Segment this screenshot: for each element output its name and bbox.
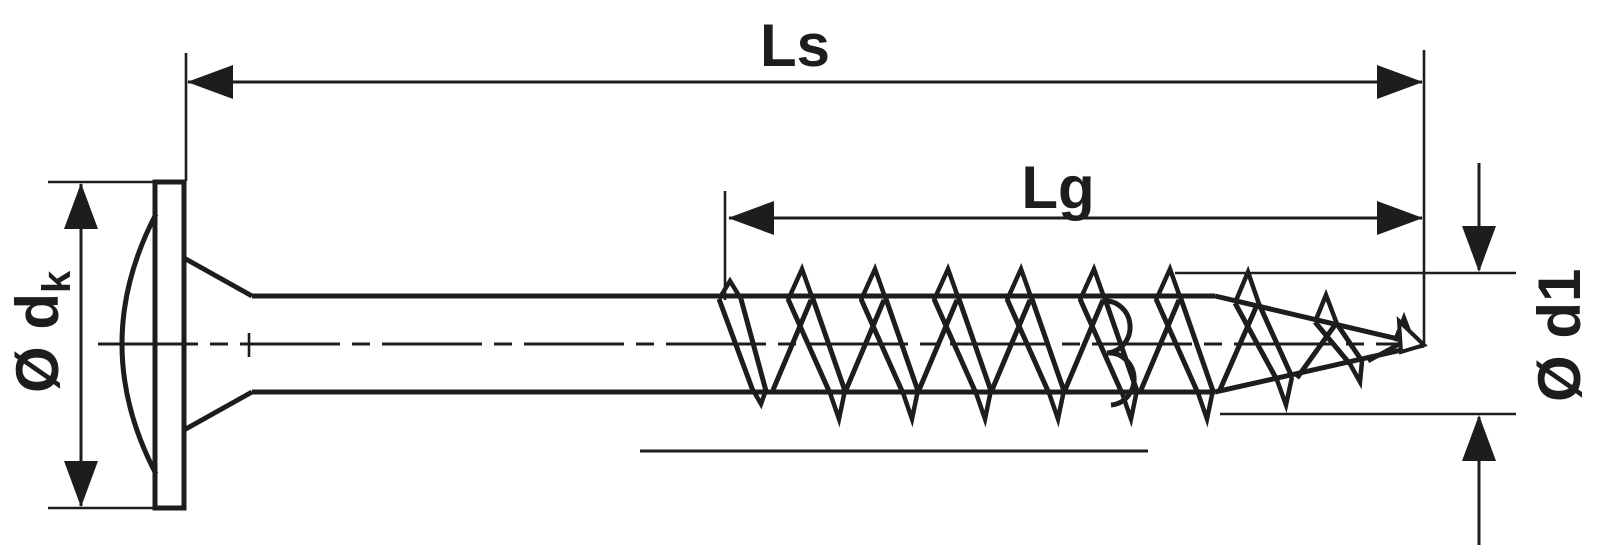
head-dome-arc — [119, 212, 159, 476]
thread-line — [1334, 322, 1365, 363]
thread-line — [810, 298, 848, 392]
ls-arrowhead-right — [1377, 65, 1423, 99]
thread-line — [1077, 297, 1124, 393]
total-length-dimension: Ls — [184, 12, 1426, 345]
thread-line — [1178, 298, 1216, 392]
dk-arrowhead-up — [64, 183, 98, 229]
thread-line — [1313, 320, 1352, 366]
thread-line — [1216, 303, 1260, 394]
thread-line — [931, 262, 962, 301]
thread-line — [1102, 298, 1133, 356]
thread-length-label: Lg — [1021, 154, 1094, 221]
head-cone — [182, 255, 254, 433]
thread-line — [1232, 301, 1280, 382]
total-length-label: Ls — [760, 12, 830, 79]
thread-line — [883, 298, 921, 392]
thread-line — [751, 388, 769, 410]
thread-line — [899, 389, 921, 428]
thread-line — [1004, 262, 1035, 301]
thread-line — [858, 297, 905, 393]
head-diameter-label: Ø dk — [4, 270, 79, 393]
thread-line — [956, 298, 994, 392]
thread-line — [972, 389, 994, 428]
thread-profile — [716, 262, 1428, 428]
ls-arrowhead-left — [187, 65, 233, 99]
thread-line — [1232, 265, 1262, 305]
thread-length-dimension: Lg — [723, 154, 1423, 300]
lg-arrowhead-right — [1377, 201, 1423, 235]
thread-line — [1153, 262, 1184, 301]
thread-line — [1274, 376, 1295, 414]
thread-line — [826, 389, 848, 428]
d1-arrowhead-up — [1462, 415, 1496, 461]
thread-line — [738, 298, 769, 392]
thread-line — [858, 262, 889, 301]
thread-line — [931, 297, 978, 393]
dk-arrowhead-down — [64, 461, 98, 507]
thread-line — [717, 276, 743, 301]
thread-line — [1106, 350, 1137, 408]
thread-diameter-label: Ø d1 — [1526, 269, 1593, 402]
thread-diameter-dimension: Ø d1 — [1175, 163, 1593, 545]
head-diameter-label-base: Ø d — [4, 293, 71, 393]
thread-line — [1004, 297, 1051, 393]
thread-line — [1396, 315, 1428, 355]
thread-line — [989, 299, 1033, 391]
thread-line — [1294, 323, 1338, 380]
thread-line — [916, 299, 960, 391]
d1-arrowhead-down — [1462, 226, 1496, 272]
head-diameter-label-subscript: k — [35, 270, 79, 293]
thread-line — [1153, 297, 1200, 393]
thread-line — [1366, 340, 1405, 363]
thread-line — [785, 297, 832, 393]
thread-line — [1256, 302, 1295, 379]
thread-line — [770, 299, 814, 391]
tip-taper-top-line — [1214, 293, 1425, 348]
thread-line — [1029, 298, 1067, 392]
screw-outline — [98, 179, 1428, 511]
lg-arrowhead-left — [728, 201, 774, 235]
thread-line — [1312, 288, 1340, 325]
tip-taper-bottom-line — [1214, 342, 1425, 395]
thread-line — [843, 299, 887, 391]
thread-line — [1348, 360, 1365, 390]
head-diameter-dimension: Ø dk — [4, 180, 186, 510]
thread-line — [716, 298, 756, 392]
thread-line — [1045, 389, 1067, 428]
thread-line — [1062, 299, 1106, 391]
thread-line — [1077, 262, 1108, 301]
thread-line — [1194, 389, 1216, 428]
thread-line — [785, 262, 816, 301]
thread-line — [1138, 299, 1182, 391]
